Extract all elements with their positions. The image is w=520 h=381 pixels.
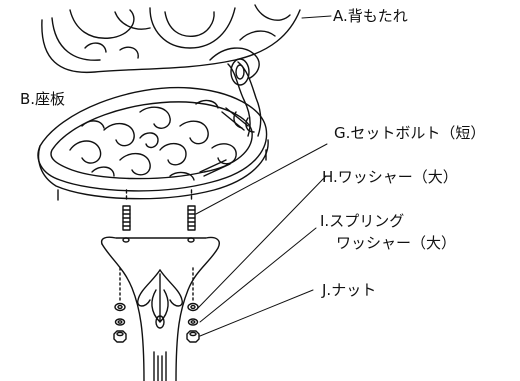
leader-lines [195,15,332,337]
label-nut: J.ナット [322,281,377,299]
backrest-part [41,4,301,79]
label-spring-washer-line2: ワッシャー（大） [336,234,457,252]
hardware-right [186,267,200,343]
hardware-left [113,267,127,343]
label-spring-washer-line1: I.スプリング [320,212,405,230]
label-washer: H.ワッシャー（大） [322,168,458,186]
label-backrest: A.背もたれ [333,7,408,25]
seat-part [37,86,269,201]
leg-part [100,236,220,381]
label-seat: B.座板 [20,90,66,108]
label-set-bolt: G.セットボルト（短） [334,124,486,142]
bolts [122,189,196,231]
